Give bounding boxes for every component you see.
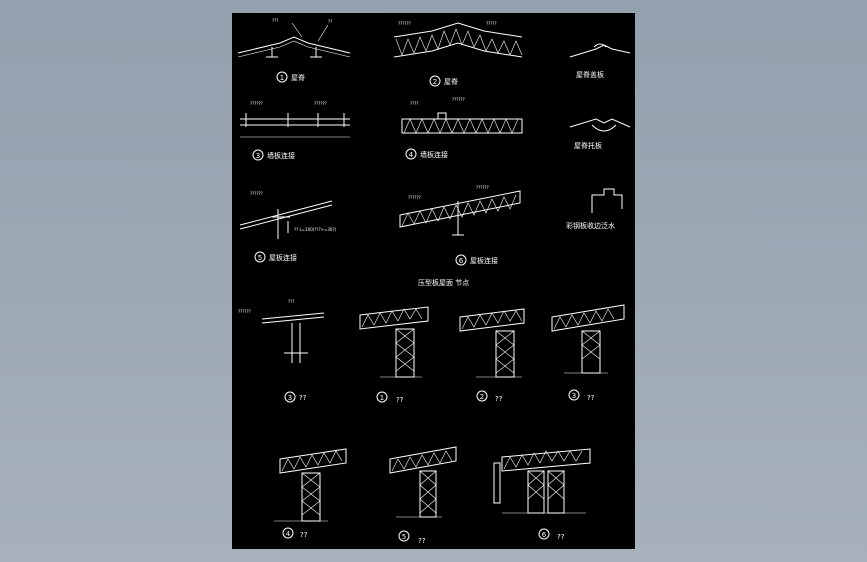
caption-top-3: 3 墙板连接 bbox=[252, 149, 295, 161]
caption-bottom-5: 5 ?? bbox=[398, 530, 426, 545]
caption-top-2: 2 屋脊 bbox=[429, 75, 458, 87]
circle-number: 3 bbox=[256, 152, 260, 160]
caption-label: 屋脊 bbox=[444, 77, 458, 86]
caption-bottom-2: 2 ?? bbox=[476, 390, 503, 403]
eave-detail-5 bbox=[389, 446, 457, 518]
caption-label: 屋板连接 bbox=[470, 256, 498, 265]
caption-top-5: 5 屋板连接 bbox=[254, 251, 297, 263]
caption-label: 墙板连接 bbox=[267, 151, 295, 160]
svg-text:??????: ?????? bbox=[250, 191, 263, 196]
flashing-piece bbox=[591, 188, 623, 213]
circle-number: 5 bbox=[258, 254, 262, 262]
caption-label: ?? bbox=[557, 533, 565, 541]
svg-text:??????: ?????? bbox=[476, 185, 489, 190]
eave-detail-4 bbox=[274, 448, 347, 522]
caption-top-6: 6 屋板连接 bbox=[455, 254, 498, 266]
caption-label: 墙板连接 bbox=[420, 150, 448, 159]
svg-text:??????: ?????? bbox=[314, 101, 327, 106]
caption-ridge-cover: 屋脊盖板 bbox=[576, 70, 604, 79]
circle-number: 4 bbox=[409, 151, 414, 159]
svg-text:??????: ?????? bbox=[238, 309, 251, 314]
section-title: 压型板屋面 节点 bbox=[418, 278, 469, 287]
svg-text:??????: ?????? bbox=[398, 21, 411, 26]
drawing-sheet: ????? ??????????? ???????????? ?????????… bbox=[232, 13, 635, 549]
ridge-plates bbox=[569, 43, 631, 132]
svg-text:???: ??? bbox=[272, 18, 278, 23]
caption-bottom-3b: 3 ?? bbox=[568, 389, 595, 402]
caption-label: 屋板连接 bbox=[269, 253, 297, 262]
svg-text:????: ???? bbox=[410, 101, 419, 106]
caption-label: ?? bbox=[587, 394, 595, 402]
caption-ridge-support: 屋脊托板 bbox=[574, 141, 602, 150]
caption-label: ?? bbox=[300, 531, 308, 539]
circle-number: 1 bbox=[280, 74, 284, 82]
svg-text:?? L=100(???>=30?): ?? L=100(???>=30?) bbox=[294, 227, 337, 232]
svg-text:??????: ?????? bbox=[452, 97, 465, 102]
caption-label: ?? bbox=[396, 396, 404, 404]
caption-top-1: 1 屋脊 bbox=[276, 71, 305, 83]
caption-bottom-1: 1 ?? bbox=[376, 391, 404, 404]
svg-text:?????: ????? bbox=[486, 21, 497, 26]
eave-detail-6 bbox=[493, 448, 591, 514]
svg-text:???: ??? bbox=[288, 299, 294, 304]
eave-detail-3b bbox=[551, 304, 625, 374]
eave-detail-2 bbox=[459, 308, 525, 378]
caption-label: 屋脊 bbox=[291, 73, 305, 82]
detail-6-roof-lap: ???????????? bbox=[399, 185, 521, 236]
caption-label: ?? bbox=[495, 395, 503, 403]
circle-number: 5 bbox=[402, 533, 406, 541]
circle-number: 4 bbox=[286, 530, 291, 538]
detail-4-wall-joint: ?????????? bbox=[401, 97, 523, 134]
caption-label: ?? bbox=[418, 537, 426, 545]
circle-number: 3 bbox=[288, 394, 292, 402]
caption-bottom-3a: 3 ?? bbox=[284, 391, 307, 403]
circle-number: 6 bbox=[542, 531, 547, 539]
svg-text:??????: ?????? bbox=[408, 195, 421, 200]
cad-drawing: ????? ??????????? ???????????? ?????????… bbox=[237, 18, 631, 545]
circle-number: 2 bbox=[480, 393, 484, 401]
svg-text:??: ?? bbox=[328, 19, 332, 24]
eave-detail-1 bbox=[359, 306, 429, 378]
detail-2-ridge: ??????????? bbox=[393, 21, 523, 58]
circle-number: 6 bbox=[459, 257, 464, 265]
caption-top-4: 4 墙板连接 bbox=[405, 148, 448, 160]
caption-label: ?? bbox=[299, 394, 307, 402]
caption-bottom-6: 6 ?? bbox=[538, 528, 565, 541]
caption-bottom-4: 4 ?? bbox=[282, 527, 308, 539]
detail-3-wall-joint: ???????????? bbox=[240, 101, 350, 138]
circle-number: 3 bbox=[572, 392, 576, 400]
svg-text:??????: ?????? bbox=[250, 101, 263, 106]
circle-number: 2 bbox=[433, 78, 437, 86]
circle-number: 1 bbox=[380, 394, 384, 402]
detail-5-roof-lap: ?????? ?? L=100(???>=30?) bbox=[239, 191, 337, 239]
caption-flashing: 彩钢板收边泛水 bbox=[566, 221, 615, 230]
detail-1-ridge: ????? bbox=[237, 18, 351, 58]
eave-detail-3a: ????????? bbox=[238, 299, 325, 363]
